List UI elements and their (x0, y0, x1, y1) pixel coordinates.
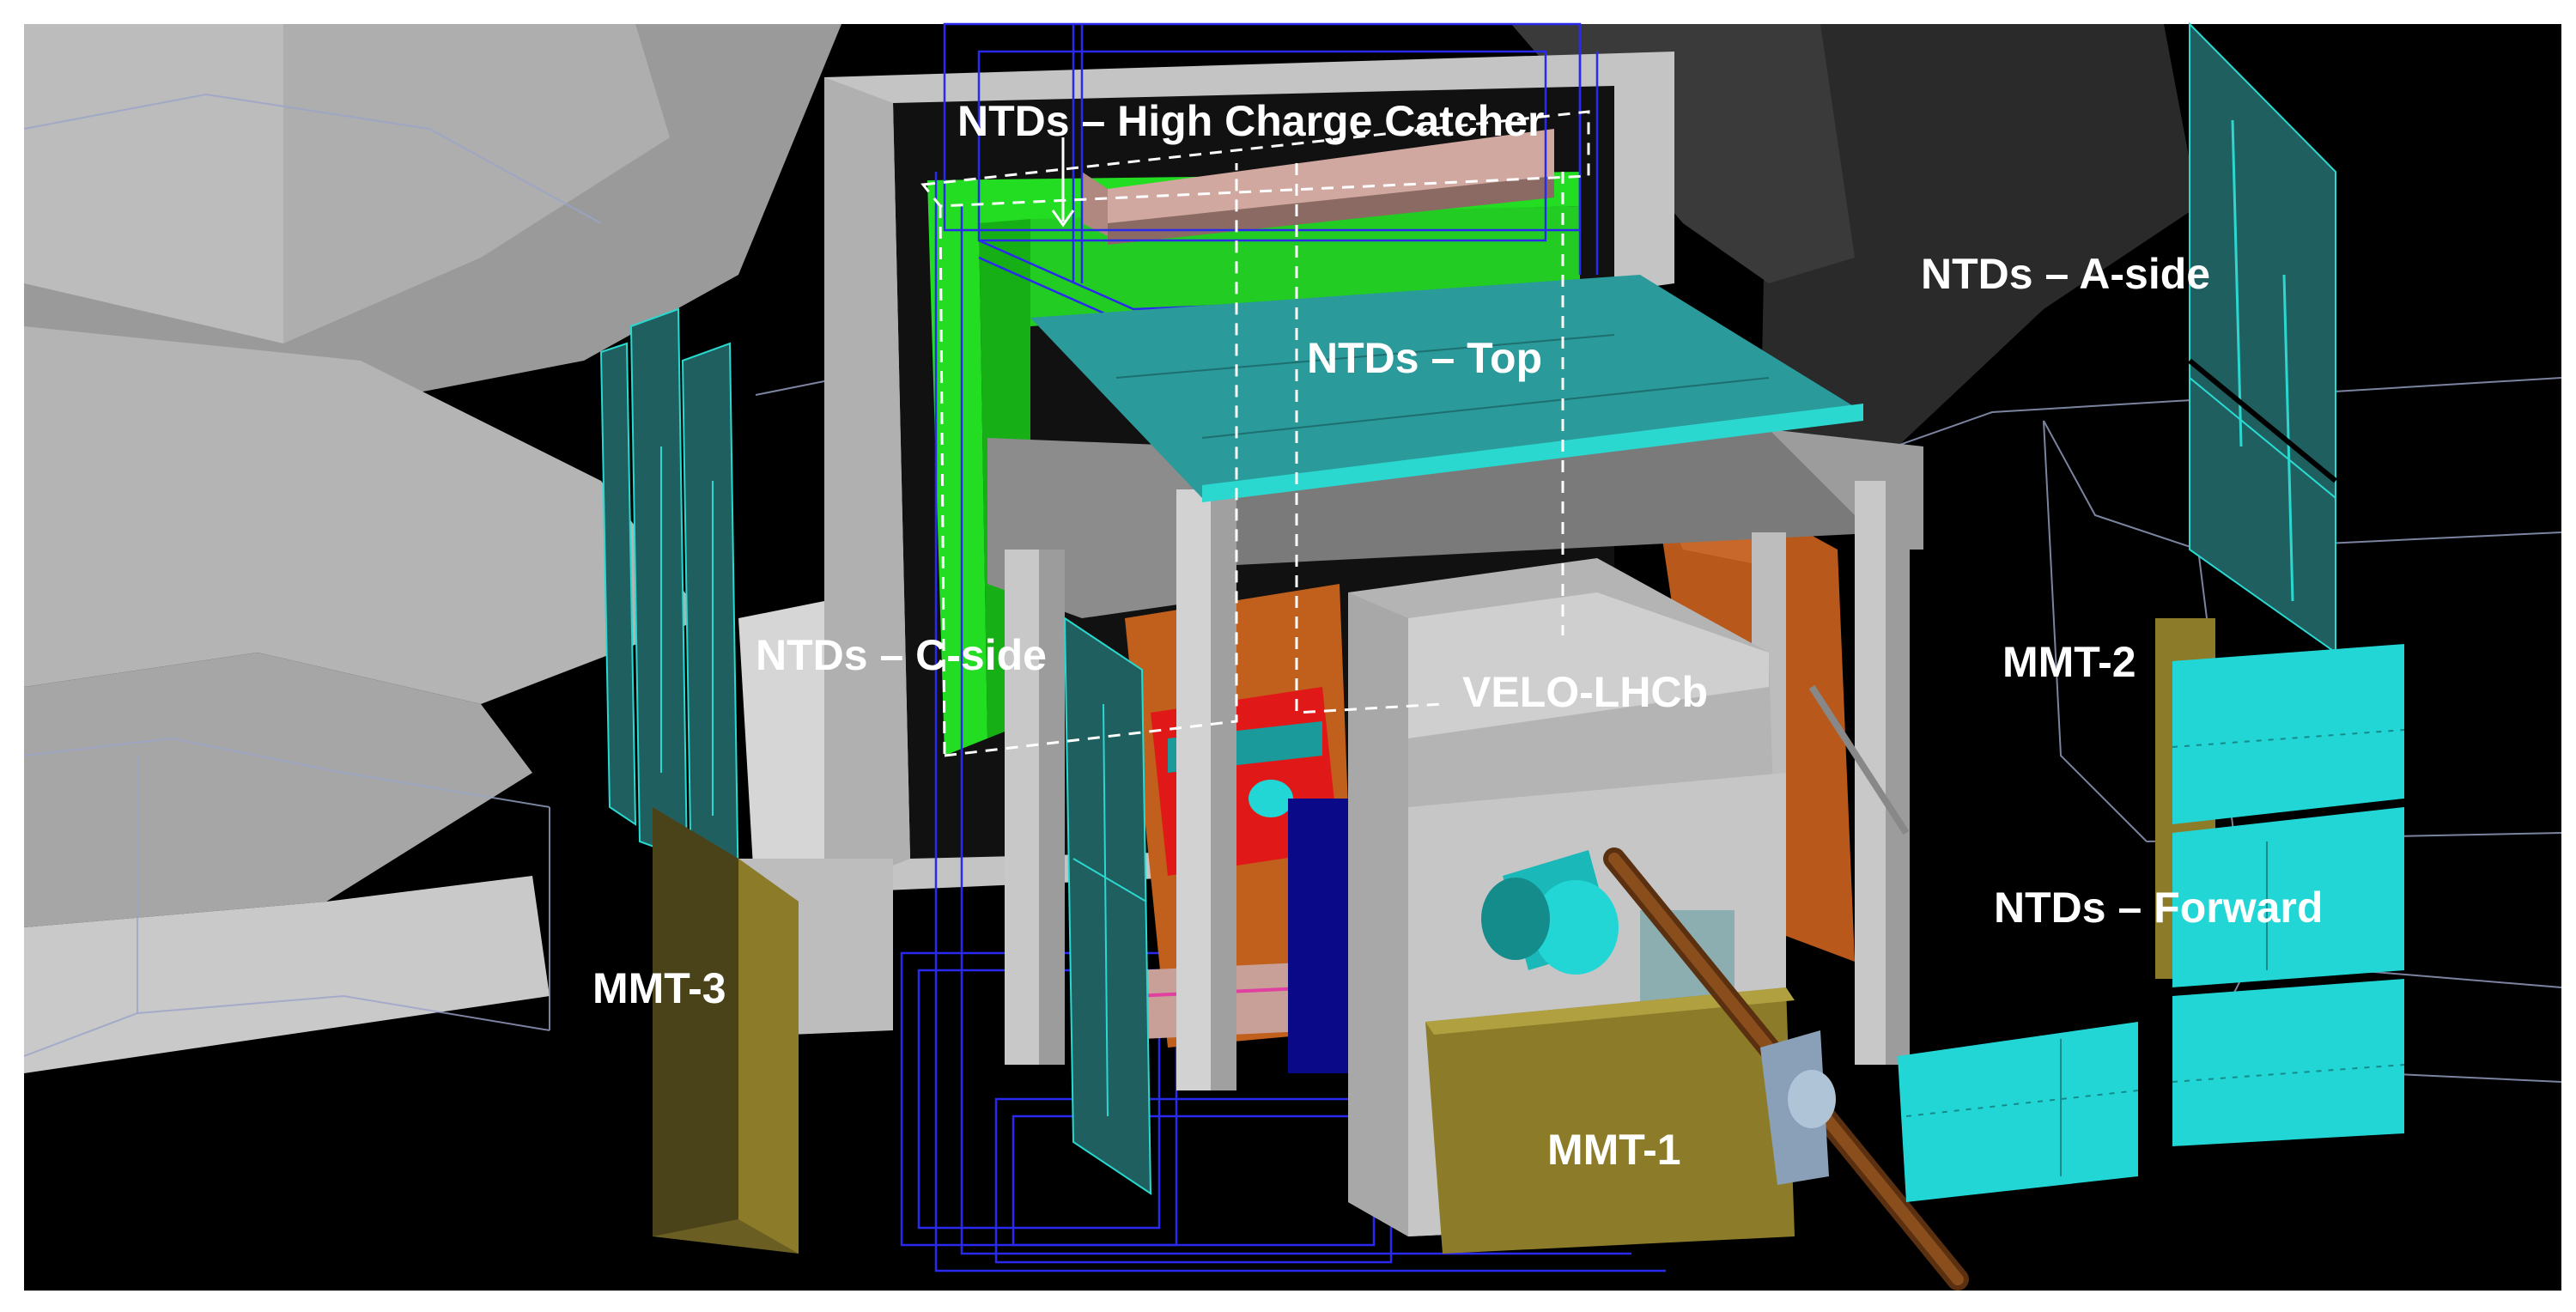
label-mmt-2: MMT-2 (2002, 638, 2136, 686)
label-mmt-1: MMT-1 (1547, 1126, 1681, 1174)
velo-cylinder (1481, 850, 1619, 975)
label-c-side: NTDs – C-side (756, 631, 1047, 679)
mmt-1-box (1425, 987, 1795, 1254)
label-mmt-3: MMT-3 (592, 964, 726, 1012)
label-a-side: NTDs – A-side (1921, 250, 2210, 298)
label-high-charge-catcher: NTDs – High Charge Catcher (957, 97, 1544, 145)
mmt-3-box (653, 807, 799, 1254)
a-side-panels (2188, 21, 2337, 654)
forward-panels (1898, 644, 2405, 1202)
beam-flange (1760, 1030, 1836, 1185)
label-velo-lhcb: VELO-LHCb (1462, 668, 1708, 716)
label-forward: NTDs – Forward (1994, 884, 2323, 932)
ntd-top-plate (1030, 275, 1863, 502)
high-charge-catcher-stack (1082, 129, 1554, 245)
dark-blue-block (1288, 799, 1348, 1073)
c-side-panels (599, 307, 740, 903)
catcher-arrow (1051, 137, 1075, 228)
front-left-panel (1063, 617, 1152, 1195)
dashed-callout-lines (920, 110, 1590, 757)
labels: NTDs – High Charge Catcher NTDs – A-side… (592, 97, 2323, 1174)
label-top: NTDs – Top (1307, 334, 1542, 382)
